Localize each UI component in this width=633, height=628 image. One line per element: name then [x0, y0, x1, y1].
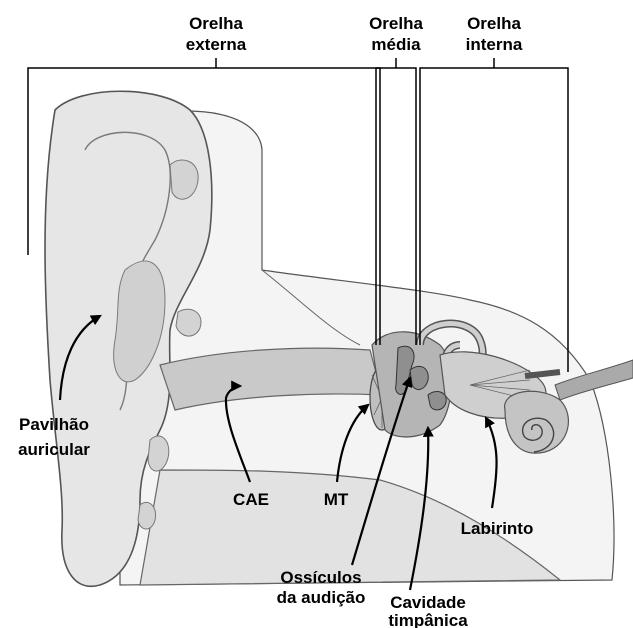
- pinna-label-line2: auricular: [18, 440, 90, 459]
- labyrinth-label: Labirinto: [461, 519, 534, 538]
- pinna-label-line1: Pavilhão: [19, 415, 89, 434]
- cartilage-2: [176, 309, 201, 336]
- ossicle-incus: [410, 366, 428, 389]
- ossicles-label-line1: Ossículos: [280, 568, 361, 587]
- cartilage-1: [170, 160, 198, 199]
- middle-ear-label-line2: média: [371, 35, 421, 54]
- internal-ear-label-line1: Orelha: [467, 14, 521, 33]
- cartilage-4: [138, 502, 156, 529]
- external-ear-label-line2: externa: [186, 35, 247, 54]
- tympanic-cavity-label-line2: timpânica: [388, 611, 468, 628]
- external-ear-label-line1: Orelha: [189, 14, 243, 33]
- internal-ear-label-line2: interna: [466, 35, 523, 54]
- ossicle-stapes: [428, 391, 446, 409]
- tympanic-membrane-label: MT: [324, 490, 349, 509]
- tympanic-cavity-label-line1: Cavidade: [390, 593, 466, 612]
- middle-ear-label-line1: Orelha: [369, 14, 423, 33]
- ossicles-label-line2: da audição: [277, 588, 366, 607]
- ear-canal-label: CAE: [233, 490, 269, 509]
- auditory-nerve-strip: [525, 372, 560, 376]
